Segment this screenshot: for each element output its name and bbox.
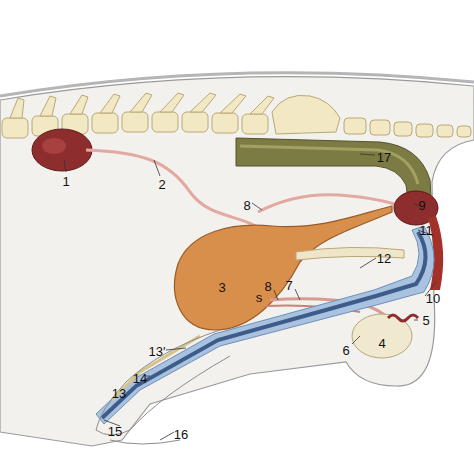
callout-number: 2 bbox=[157, 178, 166, 191]
ductus-deferens-upper bbox=[258, 195, 410, 212]
callout-number: 8 bbox=[242, 199, 251, 212]
kidney bbox=[32, 129, 92, 171]
back-skin bbox=[0, 73, 474, 96]
callout-number: 12 bbox=[376, 252, 392, 265]
callout-number: 9 bbox=[417, 199, 426, 212]
prepuce-skin bbox=[110, 440, 180, 444]
callout-number: 11 bbox=[418, 224, 434, 237]
urethra bbox=[102, 232, 426, 418]
callout-number: 1 bbox=[61, 175, 70, 188]
callout-number: s bbox=[255, 291, 264, 304]
callout-number: 15 bbox=[107, 425, 123, 438]
prepuce bbox=[96, 330, 230, 435]
callout-number: 5 bbox=[421, 314, 430, 327]
callout-number: 3 bbox=[217, 281, 226, 294]
leader-lines bbox=[64, 154, 436, 440]
callout-number: 8 bbox=[263, 280, 272, 293]
callout-number: 17 bbox=[376, 151, 392, 164]
penis-body bbox=[96, 226, 434, 424]
ureter bbox=[86, 150, 268, 236]
callout-number: 16 bbox=[173, 428, 189, 441]
rectum-highlight bbox=[240, 146, 418, 184]
callout-number: 13 bbox=[111, 387, 127, 400]
epididymis bbox=[388, 315, 418, 321]
urinary-bladder bbox=[175, 206, 392, 330]
callout-number: 4 bbox=[377, 337, 386, 350]
callout-number: 14 bbox=[132, 372, 148, 385]
kidney-highlight bbox=[42, 138, 66, 154]
body-outline bbox=[0, 77, 474, 446]
callout-number: 6 bbox=[341, 344, 350, 357]
callout-number: 10 bbox=[425, 292, 441, 305]
callout-number: 13′ bbox=[148, 345, 167, 358]
callout-number: 7 bbox=[284, 279, 293, 292]
